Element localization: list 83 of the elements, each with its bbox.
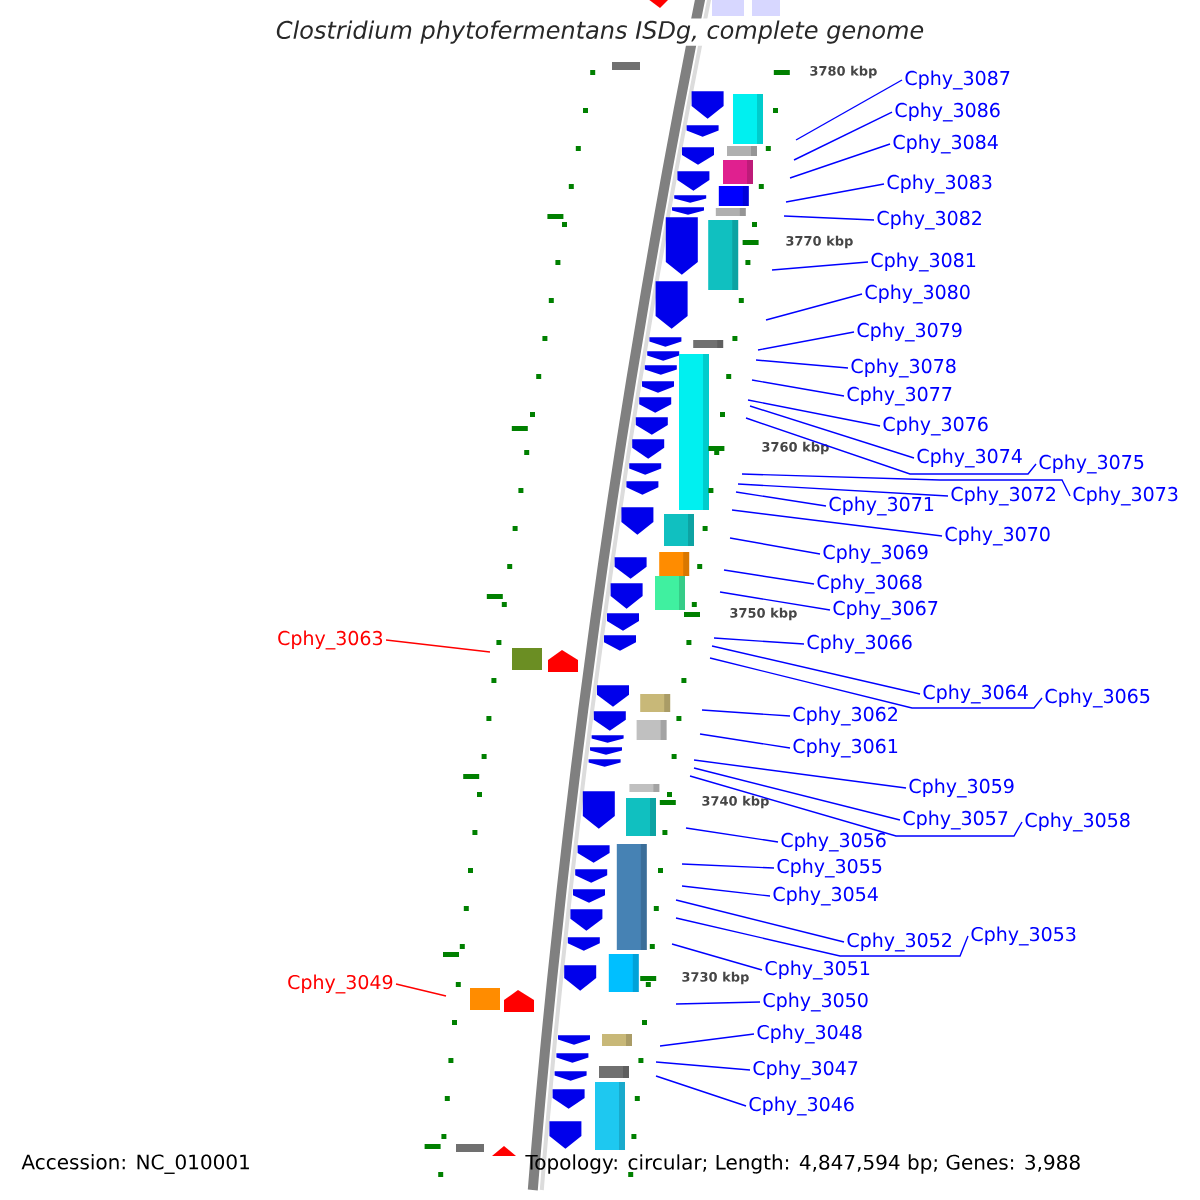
gene-label: Cphy_3067 [833,600,938,620]
leader-line [711,645,921,695]
gene-label: Cphy_3057 [903,810,1008,830]
gene-label: Cphy_3058 [1025,812,1130,832]
gene-label: Cphy_3052 [847,932,951,952]
gene-label: Cphy_3072 [951,486,1055,506]
gene-label: Cphy_3078 [851,358,956,378]
leader-line [681,863,775,869]
leader-line [689,775,1023,837]
leader-line [755,359,849,369]
leader-line [747,399,881,427]
leader-line [737,483,949,497]
gene-label: Cphy_3087 [905,70,1010,90]
leader-line [713,637,805,645]
gene-label: Cphy_3054 [773,886,878,906]
gene-label: Cphy_3064 [923,684,1028,704]
gene-label: Cphy_3062 [793,706,897,726]
leader-line [745,417,1037,475]
gene-label: Cphy_3051 [765,960,870,980]
gene-label: Cphy_3068 [817,574,922,594]
gene-label: Cphy_3076 [883,416,988,436]
gene-label: Cphy_3047 [753,1060,858,1080]
gene-label: Cphy_3070 [945,526,1050,546]
leader-line [685,827,779,843]
leader-line [741,473,1071,497]
leader-line [699,733,791,749]
gene-label: Cphy_3065 [1045,688,1150,708]
leader-line [693,759,907,789]
gene-label: Cphy_3059 [909,778,1014,798]
leader-line [675,917,969,957]
gene-label: Cphy_3073 [1073,486,1178,506]
leader-line [793,111,893,161]
leader-line [785,183,885,203]
leader-line [675,1001,761,1005]
leader-line [757,331,855,351]
leader-line [655,1075,747,1107]
leader-line [701,709,791,717]
gene-label: Cphy_3063 [278,630,383,650]
info-text: Topology: circular; Length: 4,847,594 bp; Genes: 3,988 [525,1154,1080,1174]
leader-line [659,1033,755,1047]
leader-line [729,537,821,555]
gene-label: Cphy_3053 [971,926,1076,946]
leader-line [719,591,831,611]
leader-line [795,79,903,141]
title: Clostridium phytofermentans ISDg, complete genome [273,18,927,46]
gene-label: Cphy_3069 [823,544,928,564]
gene-label: Cphy_3080 [865,284,970,304]
gene-label: Cphy_3071 [829,496,934,516]
gene-label: Cphy_3082 [877,210,981,230]
leader-line [765,293,863,321]
leader-line [789,143,891,179]
gene-label: Cphy_3084 [893,134,998,154]
leader-line [671,943,763,971]
gene-label: Cphy_3081 [871,252,976,272]
leader-line [771,261,869,271]
gene-label: Cphy_3075 [1039,454,1144,474]
leader-line [731,509,943,537]
leader-line [655,1061,751,1071]
gene-label: Cphy_3049 [288,974,393,994]
leader-line [385,639,491,653]
gene-label: Cphy_3079 [857,322,962,342]
leader-line [735,491,827,507]
leader-line [693,767,901,821]
gene-label: Cphy_3061 [793,738,898,758]
leader-line [783,215,875,221]
leader-line [749,405,915,459]
info-text: Accession: NC_010001 [21,1154,249,1174]
gene-label: Cphy_3066 [807,634,912,654]
leader-line [751,379,845,397]
gene-label: Cphy_3077 [847,386,952,406]
gene-label: Cphy_3048 [757,1024,862,1044]
gene-label: Cphy_3086 [895,102,1000,122]
leader-line [681,885,771,897]
leader-line [709,657,1043,709]
gene-label: Cphy_3074 [917,448,1022,468]
gene-label: Cphy_3055 [777,858,882,878]
leader-line [723,569,815,585]
gene-label: Cphy_3056 [781,832,886,852]
gene-label: Cphy_3050 [763,992,868,1012]
leader-line [395,983,447,997]
leader-line [675,899,845,943]
gene-label: Cphy_3083 [887,174,992,194]
gene-label: Cphy_3046 [749,1096,854,1116]
